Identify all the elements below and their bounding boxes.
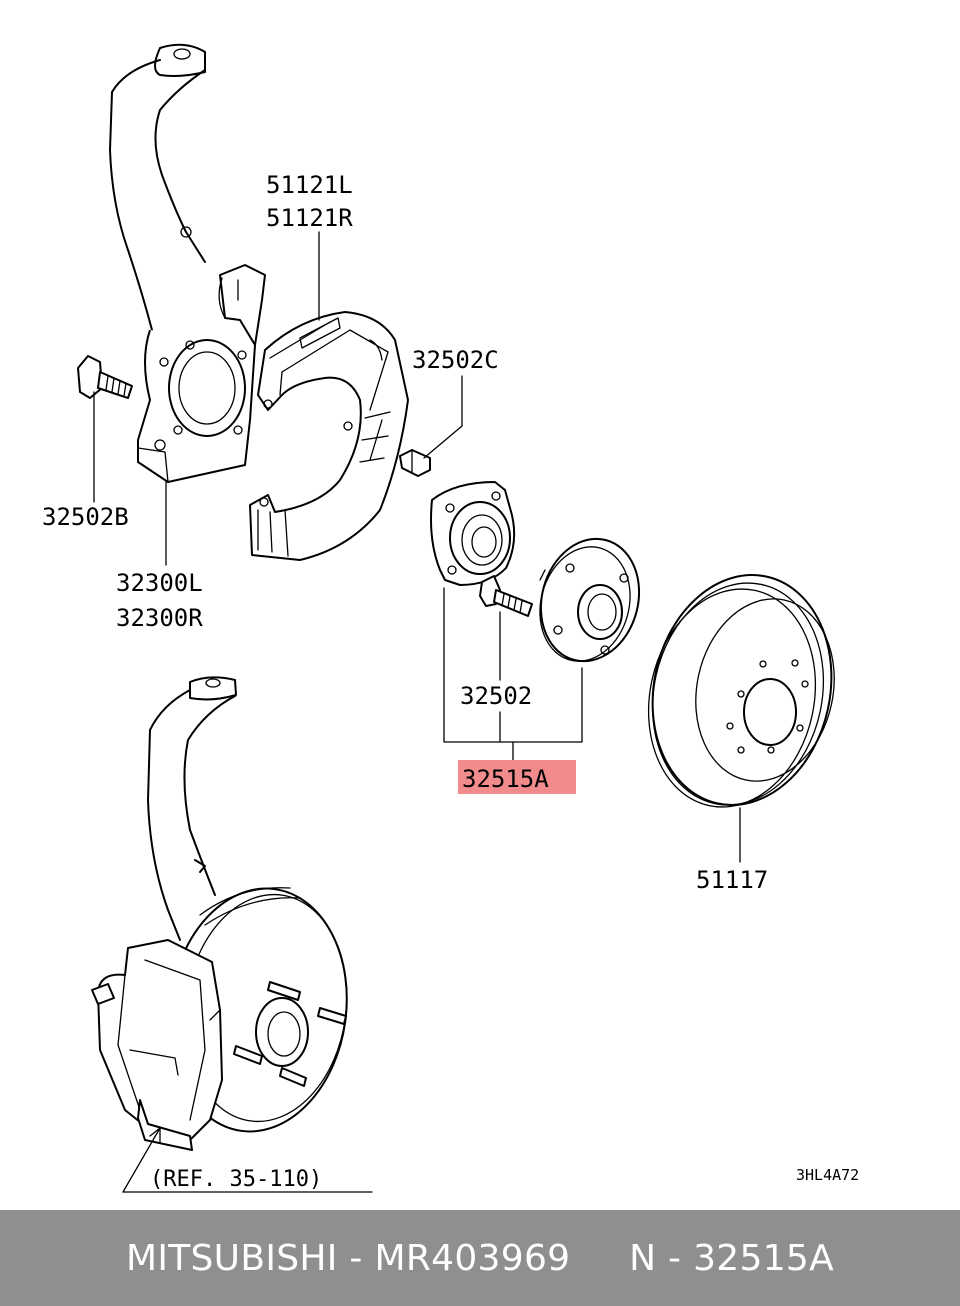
hub-flange-drawing — [539, 537, 641, 663]
shield-screw-drawing — [399, 449, 431, 477]
label-32502c[interactable]: 32502C — [412, 346, 499, 374]
reference-label[interactable]: (REF. 35-110) — [150, 1167, 322, 1192]
steering-knuckle-drawing — [109, 43, 266, 483]
knuckle-bolt-drawing — [77, 355, 133, 399]
dust-shield-drawing — [249, 311, 409, 561]
label-51121l[interactable]: 51121L — [266, 171, 353, 199]
hub-bearing-drawing — [430, 481, 516, 586]
leader-lines — [93, 231, 741, 1193]
brake-rotor-drawing — [647, 574, 835, 808]
parts-diagram: 51121L 51121R 32502C 32502B 32300L 32300… — [42, 43, 859, 1193]
label-32300l[interactable]: 32300L — [116, 569, 203, 597]
label-32515a[interactable]: 32515A — [462, 765, 549, 793]
label-32300r[interactable]: 32300R — [116, 604, 203, 632]
highlight-box — [458, 760, 576, 794]
hub-bolt-drawing — [479, 575, 533, 617]
label-51117[interactable]: 51117 — [696, 866, 768, 894]
drawing-code: 3HL4A72 — [796, 1166, 859, 1184]
footer-bar: MITSUBISHI - MR403969 N - 32515A — [0, 1210, 960, 1306]
reference-assembly-drawing — [91, 676, 348, 1151]
label-32502b[interactable]: 32502B — [42, 503, 129, 531]
label-51121r[interactable]: 51121R — [266, 204, 353, 232]
label-32502[interactable]: 32502 — [460, 682, 532, 710]
footer-text: MITSUBISHI - MR403969 N - 32515A — [125, 1237, 835, 1279]
